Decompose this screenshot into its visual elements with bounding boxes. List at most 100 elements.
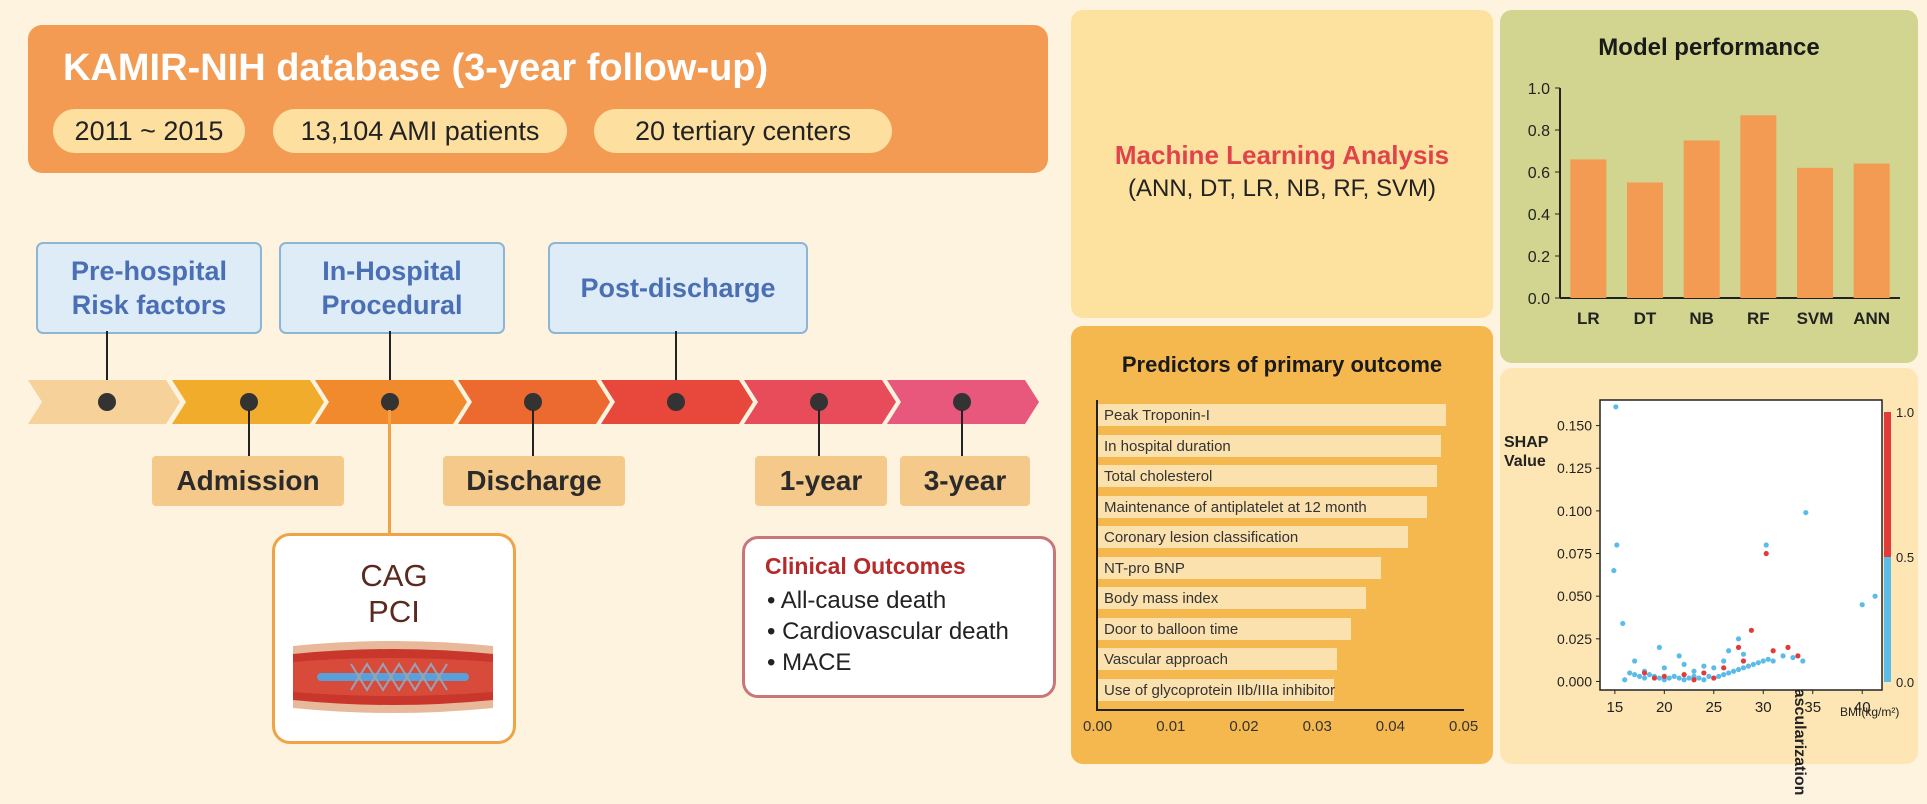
connector-3-year bbox=[961, 410, 963, 458]
predictor-bar bbox=[1098, 617, 1352, 640]
shap-point-low bbox=[1696, 675, 1702, 681]
pill-patients: 13,104 AMI patients bbox=[273, 109, 567, 153]
model-performance-title: Model performance bbox=[1598, 34, 1820, 61]
predictor-x-tick: 0.02 bbox=[1229, 718, 1259, 735]
mp-y-tick: 0.6 bbox=[1528, 165, 1550, 182]
shap-point-low bbox=[1716, 673, 1722, 679]
ml-subtitle: (ANN, DT, LR, NB, RF, SVM) bbox=[1127, 175, 1437, 202]
predictor-label: Total cholesterol bbox=[1104, 468, 1213, 485]
shap-point-low bbox=[1726, 648, 1732, 654]
connector-admission bbox=[248, 410, 250, 458]
shap-point-high bbox=[1711, 675, 1717, 681]
shap-point-low bbox=[1701, 663, 1707, 669]
predictor-label: In hospital duration bbox=[1104, 437, 1231, 455]
shap-point-low bbox=[1872, 593, 1878, 599]
stage-post-discharge: Post-discharge bbox=[548, 242, 808, 334]
outcome-all-cause-death: All-cause death bbox=[780, 587, 947, 614]
outcome-mace: MACE bbox=[782, 649, 852, 676]
shap-xlabel: BMI(kg/m²) bbox=[1840, 705, 1900, 719]
mp-x-tick: ANN bbox=[1853, 309, 1890, 328]
shap-x-tick: 40 bbox=[1854, 699, 1871, 716]
predictor-bar bbox=[1098, 404, 1446, 426]
shap-point-low bbox=[1686, 675, 1692, 681]
predictor-bar bbox=[1098, 678, 1334, 701]
predictor-x-tick: 0.03 bbox=[1302, 718, 1332, 735]
outcome-item: • Cardiovascular death bbox=[767, 618, 1009, 645]
shap-point-low bbox=[1755, 660, 1761, 666]
predictor-bar bbox=[1098, 587, 1366, 609]
predictor-label: Coronary lesion classification bbox=[1104, 529, 1299, 546]
shap-point-high bbox=[1651, 675, 1658, 681]
shap-x-tick: 35 bbox=[1804, 699, 1821, 716]
mp-y-tick: 0.4 bbox=[1528, 207, 1550, 224]
predictor-label: Maintenance of antiplatelet at 12 month bbox=[1104, 498, 1367, 516]
clinical-outcomes-box: Clinical Outcomes • All-cause death • Ca… bbox=[742, 536, 1056, 698]
shap-point-low bbox=[1760, 658, 1766, 664]
predictor-bar bbox=[1098, 526, 1409, 548]
mp-x-tick: SVM bbox=[1797, 309, 1834, 328]
model-performance-panel: Model performance bbox=[1500, 10, 1918, 363]
predictor-label: Vascular approach bbox=[1104, 651, 1228, 668]
database-header: KAMIR-NIH database (3-year follow-up) 20… bbox=[28, 25, 1048, 173]
mp-bar bbox=[1797, 167, 1833, 298]
outcome-item: • All-cause death bbox=[767, 587, 947, 614]
shap-point-high bbox=[1748, 627, 1754, 633]
pci-label: PCI bbox=[368, 594, 420, 629]
mp-x-tick: NB bbox=[1689, 309, 1714, 328]
mp-bar bbox=[1627, 182, 1663, 298]
shap-point-low bbox=[1656, 675, 1662, 681]
shap-point-high bbox=[1763, 550, 1769, 557]
mp-x-tick: LR bbox=[1577, 309, 1600, 328]
shap-point-low bbox=[1614, 542, 1620, 548]
shap-point-low bbox=[1661, 665, 1667, 671]
shap-point-low bbox=[1641, 675, 1648, 681]
shap-y-tick: 0.150 bbox=[1557, 418, 1592, 434]
colorbar-high bbox=[1884, 412, 1891, 557]
timeline-dot bbox=[381, 393, 399, 411]
shap-y-tick: 0.075 bbox=[1557, 546, 1592, 562]
shap-point-low bbox=[1620, 620, 1626, 627]
shap-point-low bbox=[1622, 677, 1628, 683]
connector-discharge bbox=[532, 410, 534, 458]
connector-1-year bbox=[818, 410, 820, 458]
pill-centers: 20 tertiary centers bbox=[594, 109, 892, 153]
shap-point-low bbox=[1613, 404, 1619, 410]
shap-point-low bbox=[1632, 672, 1638, 678]
shap-point-low bbox=[1666, 675, 1672, 681]
shap-point-low bbox=[1859, 602, 1865, 608]
colorbar-tick: 0.0 bbox=[1896, 675, 1914, 690]
shap-y-tick: 0.025 bbox=[1557, 631, 1592, 647]
shap-point-low bbox=[1627, 670, 1633, 676]
shap-x-tick: 25 bbox=[1705, 699, 1722, 716]
predictors-y-axis bbox=[1096, 400, 1098, 711]
shap-point-high bbox=[1740, 658, 1747, 664]
timeline-dot bbox=[953, 393, 971, 411]
shap-point-low bbox=[1721, 658, 1727, 664]
shap-point-high bbox=[1785, 644, 1791, 650]
shap-point-low bbox=[1740, 651, 1747, 657]
stage-pre-hospital: Pre-hospital Risk factors bbox=[36, 242, 262, 334]
ml-title: Machine Learning Analysis bbox=[1114, 140, 1450, 170]
shap-point-low bbox=[1735, 636, 1742, 642]
shap-x-tick: 30 bbox=[1755, 699, 1772, 716]
pill-period: 2011 ~ 2015 bbox=[53, 109, 245, 153]
mp-y-tick: 1.0 bbox=[1528, 81, 1550, 98]
colorbar-tick: 0.5 bbox=[1896, 550, 1914, 565]
shap-plot-area bbox=[1599, 399, 1883, 691]
timeline-dot bbox=[667, 393, 685, 411]
shap-point-low bbox=[1671, 673, 1677, 679]
mp-x-tick: DT bbox=[1634, 309, 1657, 328]
shap-point-high bbox=[1681, 672, 1687, 678]
shap-x-tick: 15 bbox=[1606, 699, 1623, 716]
predictor-label: Door to balloon time bbox=[1104, 620, 1239, 638]
shap-point-low bbox=[1726, 670, 1732, 676]
predictor-x-tick: 0.04 bbox=[1375, 718, 1405, 735]
shap-point-low bbox=[1790, 654, 1796, 661]
shap-y-tick: 0.000 bbox=[1557, 673, 1592, 689]
mp-bar bbox=[1740, 115, 1777, 298]
predictor-bar bbox=[1098, 495, 1428, 518]
shap-ylabel-line1: SHAP bbox=[1504, 434, 1549, 451]
cag-label: CAG bbox=[360, 558, 428, 593]
